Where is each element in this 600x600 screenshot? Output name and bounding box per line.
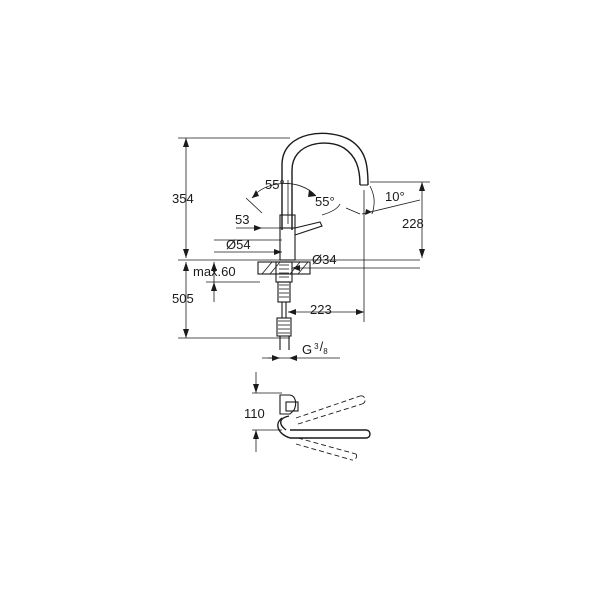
angle-lever-side-degree: ° bbox=[329, 194, 334, 209]
base-diameter-label: Ø54 bbox=[226, 237, 251, 252]
plan-view: 110 bbox=[244, 372, 371, 461]
elevation-view: 354 505 55° bbox=[172, 132, 430, 361]
base-diameter-dimension: Ø54 bbox=[214, 237, 282, 255]
max-deck-dimension: max.60 bbox=[193, 262, 260, 302]
height-dimension: 354 bbox=[172, 137, 290, 258]
thread-base-label: G bbox=[302, 342, 312, 357]
svg-text:10°: 10° bbox=[385, 189, 405, 204]
reach-label: 223 bbox=[310, 302, 332, 317]
thread-den: 8 bbox=[323, 347, 328, 356]
lever-offset-dimension: 53 bbox=[235, 197, 280, 231]
deck-section bbox=[257, 261, 311, 283]
angle-spout-degree: ° bbox=[399, 189, 404, 204]
thread-num: 3 bbox=[314, 342, 319, 351]
hole-diameter-dimension: Ø34 bbox=[292, 252, 420, 271]
svg-text:G3/8: G3/8 bbox=[302, 339, 328, 357]
angle-lever-top-value: 55 bbox=[265, 177, 279, 192]
below-deck-dimension: 505 bbox=[172, 262, 290, 339]
plan-depth-label: 110 bbox=[244, 406, 265, 421]
hole-diameter-label: Ø34 bbox=[312, 252, 337, 267]
spout-height-label: 228 bbox=[402, 216, 424, 231]
svg-text:55°: 55° bbox=[265, 177, 285, 192]
angle-spout-value: 10 bbox=[385, 189, 399, 204]
spout-height-dimension: 228 bbox=[370, 181, 430, 258]
below-deck-label: 505 bbox=[172, 291, 194, 306]
lever-angle-top: 55° bbox=[251, 177, 317, 224]
angle-lever-top-degree: ° bbox=[279, 177, 284, 192]
supply-hoses bbox=[276, 281, 292, 350]
reach-dimension: 223 bbox=[288, 190, 365, 322]
max-deck-label: max.60 bbox=[193, 264, 236, 279]
lever-angle-side: 55° bbox=[315, 194, 341, 216]
svg-text:55°: 55° bbox=[315, 194, 335, 209]
lever-offset-label: 53 bbox=[235, 212, 249, 227]
height-total-label: 354 bbox=[172, 191, 194, 206]
spout-angle: 10° bbox=[345, 185, 421, 215]
angle-lever-side-value: 55 bbox=[315, 194, 329, 209]
